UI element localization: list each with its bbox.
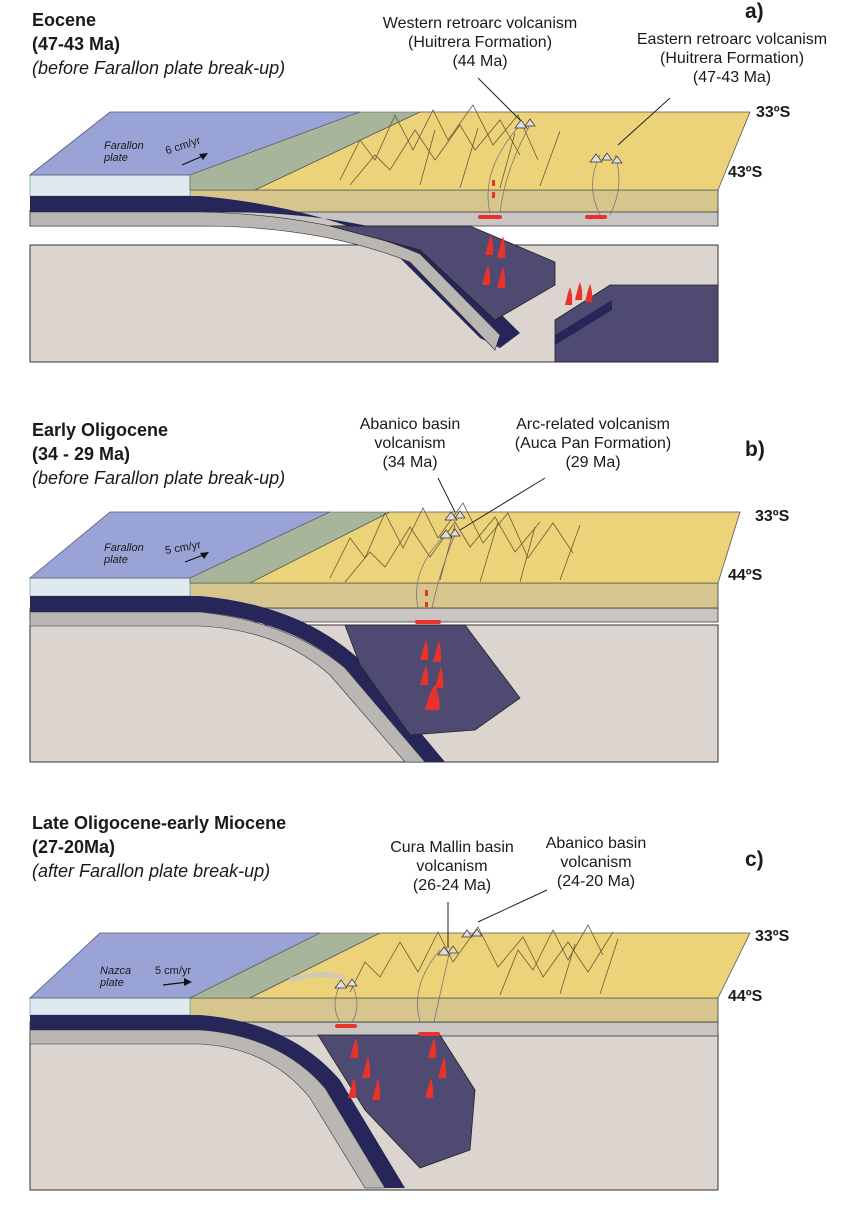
latitude-south: 44ºS bbox=[728, 988, 763, 1005]
panel-letter: c) bbox=[745, 848, 764, 871]
mountain-ridges bbox=[349, 924, 619, 996]
mountain-ridges bbox=[339, 104, 561, 189]
land-surface bbox=[249, 511, 741, 584]
annotation-abanico-volcanism: Abanico basin volcanism (24-20 Ma) bbox=[545, 835, 647, 890]
latitude-north: 33ºS bbox=[756, 104, 791, 121]
leader-line-abanico bbox=[437, 477, 456, 513]
slab-body bbox=[317, 1034, 476, 1169]
land-surface bbox=[254, 111, 751, 191]
block-diagram-b bbox=[28, 477, 741, 763]
volcano-icon bbox=[439, 510, 466, 539]
period-title: Eocene bbox=[32, 10, 97, 30]
ocean-water-front bbox=[29, 577, 191, 597]
leader-line-abanico bbox=[477, 889, 548, 923]
crust-front bbox=[189, 997, 719, 1023]
volcano-icon bbox=[334, 928, 483, 989]
panel-c: Late Oligocene-early Miocene (27-20Ma) (… bbox=[0, 810, 848, 1210]
subducting-slab bbox=[30, 1015, 405, 1188]
period-age: (34 - 29 Ma) bbox=[32, 444, 131, 464]
motion-arrow bbox=[162, 981, 189, 986]
magma bbox=[415, 590, 444, 710]
latitude-south: 44ºS bbox=[728, 567, 763, 584]
period-age: (27-20Ma) bbox=[32, 837, 116, 857]
period-age: (47-43 Ma) bbox=[32, 34, 121, 54]
annotation-arc-volcanism: Arc-related volcanism (Auca Pan Formatio… bbox=[514, 416, 672, 471]
smoke-plume bbox=[289, 972, 346, 983]
leader-line-eastern bbox=[617, 97, 671, 146]
period-note: (before Farallon plate break-up) bbox=[32, 58, 286, 78]
slab-body bbox=[344, 624, 521, 736]
period-title: Late Oligocene-early Miocene bbox=[32, 813, 287, 833]
period-note: (after Farallon plate break-up) bbox=[32, 861, 271, 881]
panel-letter: b) bbox=[745, 438, 765, 461]
slab-body bbox=[329, 225, 556, 321]
latitude-south: 43ºS bbox=[728, 164, 763, 181]
ocean-water-front bbox=[29, 174, 191, 197]
block-diagram-a bbox=[28, 77, 751, 363]
ocean-water-front bbox=[29, 997, 191, 1016]
leader-line-arc bbox=[459, 477, 546, 531]
crust-front bbox=[189, 582, 719, 609]
annotation-cura-mallin-volcanism: Cura Mallin basin volcanism (26-24 Ma) bbox=[390, 839, 514, 894]
magma bbox=[335, 1024, 447, 1100]
volcano-icon bbox=[514, 118, 623, 164]
panel-a: Eocene (47-43 Ma) (before Farallon plate… bbox=[0, 0, 848, 370]
period-note: (before Farallon plate break-up) bbox=[32, 468, 286, 488]
panel-b: Early Oligocene (34 - 29 Ma) (before Far… bbox=[0, 400, 848, 770]
block-diagram-c bbox=[28, 889, 751, 1191]
magma bbox=[478, 180, 607, 305]
subducting-slab bbox=[30, 596, 445, 762]
annotation-abanico-volcanism: Abanico basin volcanism (34 Ma) bbox=[359, 416, 461, 471]
annotation-eastern-volcanism: Eastern retroarc volcanism (Huitrera For… bbox=[636, 31, 828, 86]
period-title: Early Oligocene bbox=[32, 420, 169, 440]
annotation-western-volcanism: Western retroarc volcanism (Huitrera For… bbox=[382, 15, 578, 70]
mountain-ridges bbox=[329, 502, 581, 583]
panel-letter: a) bbox=[745, 0, 764, 23]
broken-slab bbox=[554, 284, 719, 363]
plate-rate: 5 cm/yr bbox=[155, 965, 192, 977]
latitude-north: 33ºS bbox=[755, 508, 790, 525]
latitude-north: 33ºS bbox=[755, 928, 790, 945]
volcanic-plumbing bbox=[416, 534, 456, 609]
volcanic-plumbing bbox=[487, 124, 620, 216]
land-surface bbox=[249, 932, 751, 999]
leader-line-western bbox=[477, 77, 521, 121]
